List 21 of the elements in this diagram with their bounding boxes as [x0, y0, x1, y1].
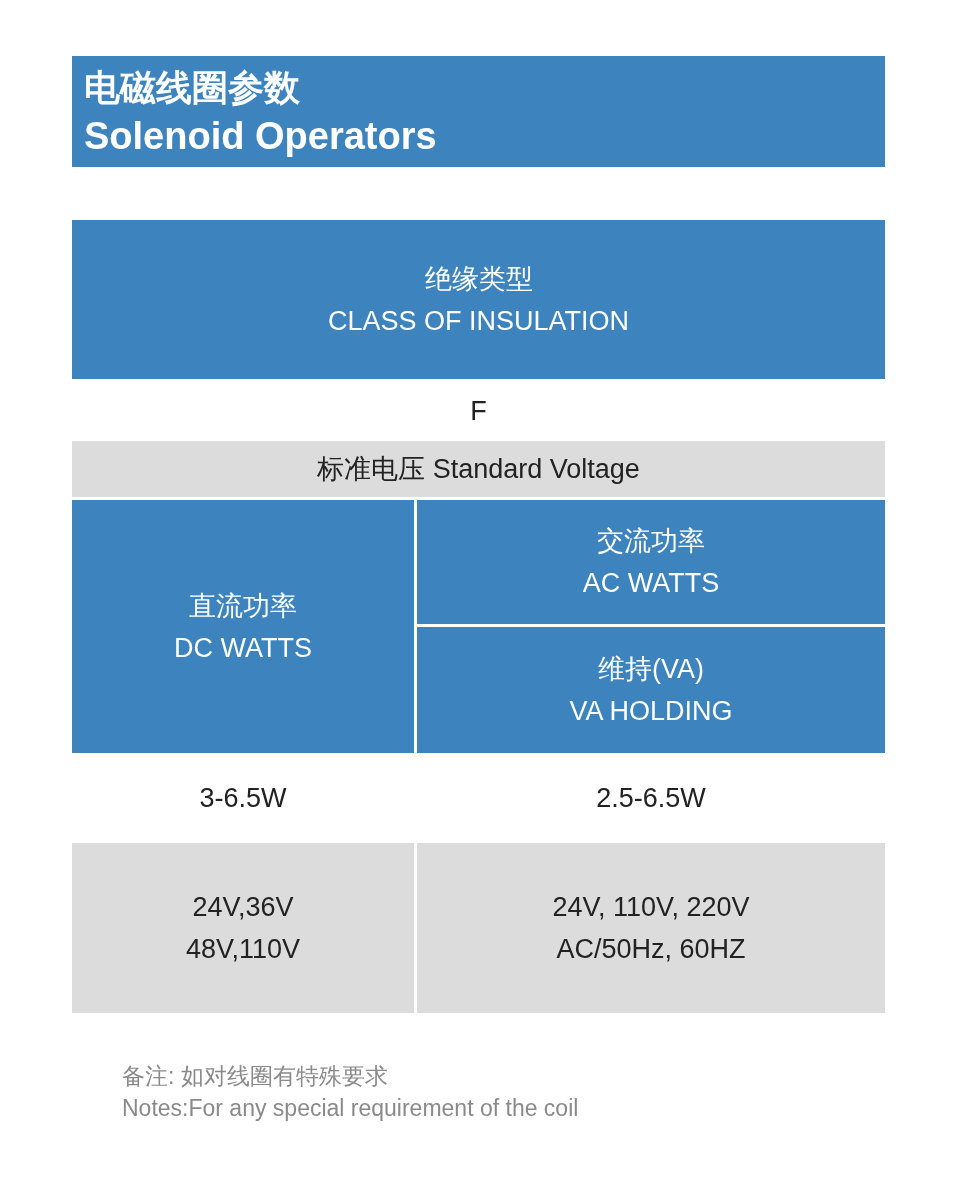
- title-text: Solenoid Operators: [84, 114, 437, 158]
- cell-text: 24V,36V: [192, 891, 294, 924]
- cell-text: CLASS OF INSULATION: [327, 304, 630, 338]
- cell-text: 48V,110V: [185, 933, 301, 966]
- cell-text: 维持(VA): [598, 653, 704, 686]
- cell-text: DC WATTS: [174, 631, 312, 665]
- note-text: 备注: 如对线圈有特殊要求: [122, 1062, 388, 1091]
- cell-text: 交流功率: [597, 525, 705, 558]
- cell-text: 直流功率: [189, 589, 297, 623]
- cell-text: AC/50Hz, 60HZ: [556, 933, 746, 966]
- cell-text: 2.5-6.5W: [596, 782, 706, 815]
- cell-text: 24V, 110V, 220V: [552, 891, 750, 924]
- title-band: [72, 56, 885, 167]
- cell-text: VA HOLDING: [569, 695, 733, 728]
- cell-text: F: [470, 394, 487, 428]
- cell-text: 3-6.5W: [199, 782, 287, 815]
- note-text: Notes:For any special requirement of the coil: [122, 1094, 579, 1123]
- cell-text: AC WATTS: [582, 567, 720, 600]
- cell-text: 标准电压 Standard Voltage: [317, 453, 640, 486]
- cell-text: 绝缘类型: [424, 262, 533, 296]
- title-text: 电磁线圈参数: [84, 66, 300, 110]
